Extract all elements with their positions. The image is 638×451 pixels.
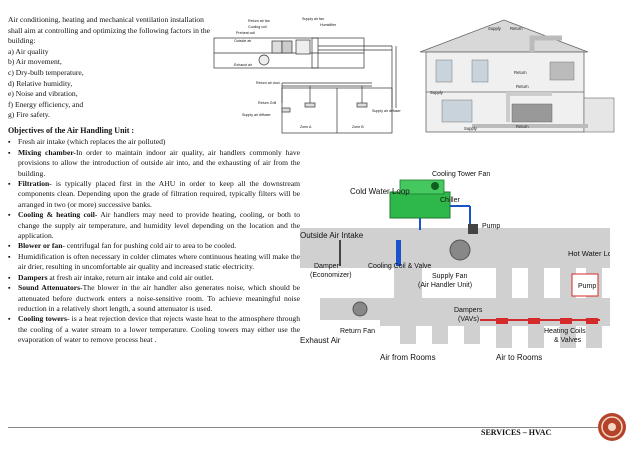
label-preheat-coil: Preheat coil [236,31,255,35]
label-chiller: Chiller [440,197,461,204]
pump-icon [468,224,478,234]
list-item: Cooling & heating coil- Air handlers may… [8,210,300,241]
label-cooling-coil-valve: Cooling Coil & Valve [368,263,431,270]
factor-item: c) Dry-bulb temperature, [8,67,84,77]
house-label-return-4: Return [516,124,529,129]
house-label-return-2: Return [514,70,527,75]
hvac-system-diagram: Cold Water Loop Cooling Tower Fan Chille… [300,171,610,362]
label-vavs: (VAVs) [458,316,479,323]
label-supply-air-diffuser: Supply air diffuser [242,113,272,117]
list-item: Humidification is often necessary in col… [8,252,300,273]
house-label-supply-3: Supply [464,126,478,131]
label-return-air-fan: Return air fan [248,19,270,23]
label-valves: & Valves [554,337,582,344]
label-exhaust-air: Exhaust air [234,63,253,67]
house-illustration: Supply Return Return Supply Return Suppl… [419,19,615,133]
hot-water-pump-box [571,273,599,297]
label-outside-air-intake: Outside Air Intake [300,231,364,240]
label-damper: Damper [314,263,340,270]
factor-item: f) Energy efficiency, and [8,99,84,109]
house-roof [419,19,589,53]
factor-item: e) Noise and vibration, [8,89,78,99]
label-return-air-duct: Return air duct [256,81,280,85]
label-supply-air-fan: Supply air fan [302,17,324,21]
label-supply-fan: Supply Fan [432,273,468,280]
list-item: Mixing chamber-In order to maintain indo… [8,148,300,179]
label-heating-coils: Heating Coils [544,328,586,335]
intro-text: Air conditioning, heating and mechanical… [8,15,211,46]
label-hot-water-loop: Hot Water Loop [568,249,610,258]
house-label-supply-2: Supply [430,90,444,95]
list-item: Dampers at fresh air intake, return air … [8,273,300,284]
label-cooling-coil: Cooling coil [248,25,267,29]
factor-item: d) Relative humidity, [8,78,73,88]
label-outside-air: Outside air [234,39,252,43]
label-air-handler-unit: (Air Handler Unit) [418,282,472,289]
label-pump-2: Pump [578,283,596,290]
ahu-schematic: Return air fan Cooling coil Preheat coil… [213,17,402,134]
factor-item: g) Fire safety. [8,110,50,120]
label-pump: Pump [482,223,500,230]
label-zone-a: Zone A [300,125,312,129]
section-title: Objectives of the Air Handling Unit : [8,126,135,135]
list-item: Sound Attenuators-The blower in the air … [8,283,300,314]
label-zone-b: Zone B [352,125,364,129]
house-label-return-3: Return [516,84,529,89]
cooling-coil-icon [396,240,401,266]
house-label-return: Return [510,26,523,31]
list-item: Cooling towers- is a heat rejection devi… [8,314,300,345]
footer-divider [8,427,598,428]
cooling-tower-fan-icon [431,182,439,190]
label-humidifier: Humidifier [320,23,337,27]
label-economizer: (Economizer) [310,272,352,279]
footer-label: SERVICES – HVAC [481,428,552,437]
list-item: Blower or fan- centrifugal fan for pushi… [8,241,300,252]
label-air-from-rooms: Air from Rooms [380,353,436,362]
list-item: Filtration- is typically placed first in… [8,179,300,210]
intro-block: Air conditioning, heating and mechanical… [8,15,213,121]
label-cold-water-loop: Cold Water Loop [350,187,410,196]
house-label-supply: Supply [488,26,502,31]
label-return-fan: Return Fan [340,328,375,335]
objectives-section: Objectives of the Air Handling Unit : Fr… [8,126,300,346]
seal-logo-icon [598,413,626,441]
objectives-list: Fresh air intake (which replaces the air… [8,137,300,345]
list-item: Fresh air intake (which replaces the air… [8,137,300,148]
label-return-grill: Return Grill [258,101,276,105]
label-supply-air-diffuser-2: Supply air diffuser [372,109,402,113]
factor-item: a) Air quality [8,46,49,56]
label-air-to-rooms: Air to Rooms [496,353,542,362]
label-dampers: Dampers [454,307,483,314]
label-exhaust-air: Exhaust Air [300,336,341,345]
label-cooling-tower-fan: Cooling Tower Fan [432,171,490,178]
supply-fan-icon [449,239,471,261]
return-fan-icon [352,301,368,317]
factor-item: b) Air movement, [8,57,62,67]
